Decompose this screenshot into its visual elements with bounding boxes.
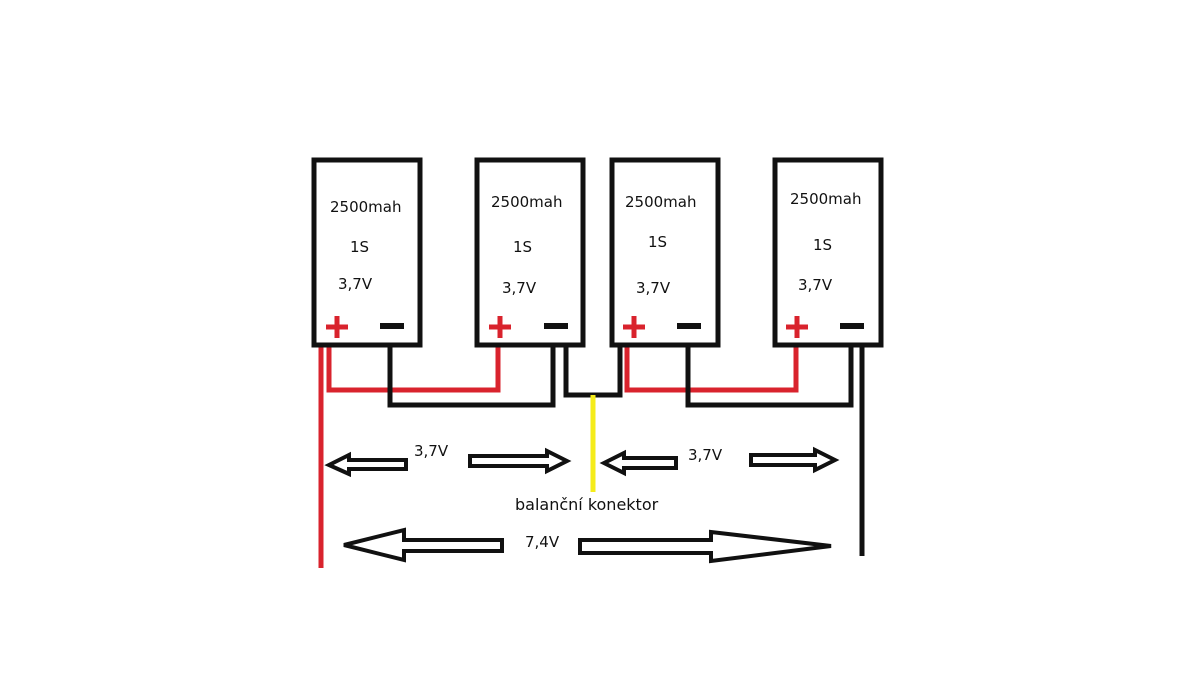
arrow-icon (468, 447, 572, 475)
balance-connector-label: balanční konektor (515, 495, 659, 514)
cell-3-voltage: 3,7V (636, 279, 671, 297)
arrow-icon (578, 529, 832, 564)
wires (318, 345, 865, 568)
cell-2-capacity: 2500mah (491, 193, 562, 211)
cell-3-body (609, 157, 721, 348)
plus-icon (326, 316, 348, 338)
cell-2-voltage: 3,7V (502, 279, 537, 297)
cell-4-config: 1S (813, 236, 832, 254)
cell-2-config: 1S (513, 238, 532, 256)
cell-2-body (474, 157, 586, 348)
cell-3: 2500mah 1S 3,7V (609, 157, 721, 348)
pack1-positive-parallel-wire (326, 345, 501, 393)
cell-3-config: 1S (648, 233, 667, 251)
plus-icon (489, 316, 511, 338)
cell-4: 2500mah 1S 3,7V (772, 157, 884, 348)
pack1-negative-parallel-wire (387, 345, 556, 408)
arrow-icon (343, 527, 504, 563)
cell-1-body (311, 157, 423, 348)
minus-icon (380, 323, 404, 329)
series-link-wire (563, 345, 623, 398)
arrow-icon (599, 449, 678, 477)
cell-2: 2500mah 1S 3,7V (474, 157, 586, 348)
cell-4-voltage: 3,7V (798, 276, 833, 294)
arrow-icon (749, 446, 840, 474)
left-pair-voltage-label: 3,7V (414, 442, 449, 460)
plus-icon (623, 316, 645, 338)
cell-1-voltage: 3,7V (338, 275, 373, 293)
minus-icon (840, 323, 864, 329)
voltage-arrows (324, 446, 840, 564)
cell-1: 2500mah 1S 3,7V (311, 157, 423, 348)
minus-icon (544, 323, 568, 329)
arrow-icon (324, 451, 408, 478)
cell-1-capacity: 2500mah (330, 198, 401, 216)
plus-icon (786, 316, 808, 338)
cell-4-body (772, 157, 884, 348)
total-voltage-label: 7,4V (525, 533, 560, 551)
cell-3-capacity: 2500mah (625, 193, 696, 211)
pack2-negative-parallel-wire (685, 345, 854, 408)
cell-1-config: 1S (350, 238, 369, 256)
minus-icon (677, 323, 701, 329)
pack2-positive-parallel-wire (624, 345, 799, 393)
cell-4-capacity: 2500mah (790, 190, 861, 208)
right-pair-voltage-label: 3,7V (688, 446, 723, 464)
